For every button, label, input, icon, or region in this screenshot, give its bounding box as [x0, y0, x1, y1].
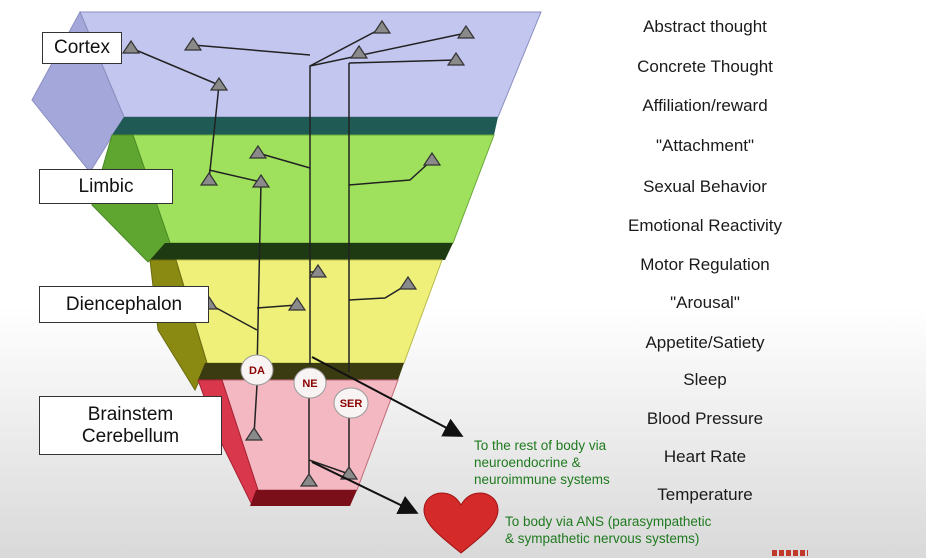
brainstem-cerebellum-label: Brainstem Cerebellum: [39, 396, 222, 455]
slide-progress-dots: [772, 550, 808, 556]
neuron-terminal: [308, 263, 328, 278]
rest-of-body-note: To the rest of body via neuroendocrine &…: [474, 438, 610, 487]
diencephalon-block: [149, 259, 443, 392]
heart-icon: [423, 492, 499, 554]
brainstem-text: Brainstem: [87, 403, 174, 425]
neuron-terminal: [349, 44, 369, 59]
function-blood-pressure: Blood Pressure: [646, 409, 764, 428]
arrow-to-rest-of-body: [311, 356, 464, 437]
function-abstract-thought: Abstract thought: [643, 17, 767, 36]
neuron-network: [130, 27, 467, 480]
limbic-label: Limbic: [39, 169, 173, 204]
neuron-terminal: [287, 296, 307, 311]
ne-node: NE: [293, 367, 327, 399]
neuron-terminal: [251, 173, 271, 188]
function-emotional-reactivity: Emotional Reactivity: [627, 216, 782, 235]
neuron-terminal: [456, 24, 476, 39]
function-arousal: "Arousal": [670, 293, 740, 312]
neuron-terminal: [372, 19, 392, 34]
brainstem-block: [197, 379, 399, 507]
function-motor-regulation: Motor Regulation: [640, 255, 770, 274]
neuron-terminal: [121, 39, 141, 54]
da-node: DA: [240, 354, 274, 386]
neuron-terminal: [248, 144, 268, 159]
function-affiliation-reward: Affiliation/reward: [642, 96, 768, 115]
diencephalon-label: Diencephalon: [39, 286, 209, 323]
function-heart-rate: Heart Rate: [663, 447, 747, 466]
cortex-label: Cortex: [42, 32, 122, 64]
neuron-terminal: [183, 36, 203, 51]
ser-node: SER: [333, 387, 369, 419]
function-temperature: Temperature: [657, 485, 753, 504]
function-sleep: Sleep: [683, 370, 727, 389]
neuron-terminal: [398, 275, 418, 290]
neuron-terminal: [422, 151, 442, 166]
neuron-terminals: [121, 19, 476, 487]
neuron-terminal: [199, 171, 219, 186]
function-appetite-satiety: Appetite/Satiety: [645, 333, 765, 352]
function-sexual-behavior: Sexual Behavior: [643, 177, 767, 196]
svg-text:DA: DA: [249, 365, 265, 377]
function-attachment: "Attachment": [655, 136, 755, 155]
cerebellum-text: Cerebellum: [81, 425, 180, 447]
arrow-to-ans: [311, 461, 419, 515]
svg-text:NE: NE: [302, 378, 317, 390]
neuron-terminal: [299, 472, 319, 487]
neuron-terminal: [209, 76, 229, 91]
neuron-terminal: [446, 51, 466, 66]
neuron-terminal: [244, 426, 264, 441]
ans-note: To body via ANS (parasympathetic & sympa…: [505, 514, 712, 546]
cortex-block: [31, 10, 542, 173]
svg-text:SER: SER: [340, 398, 363, 410]
function-concrete-thought: Concrete Thought: [637, 57, 773, 76]
